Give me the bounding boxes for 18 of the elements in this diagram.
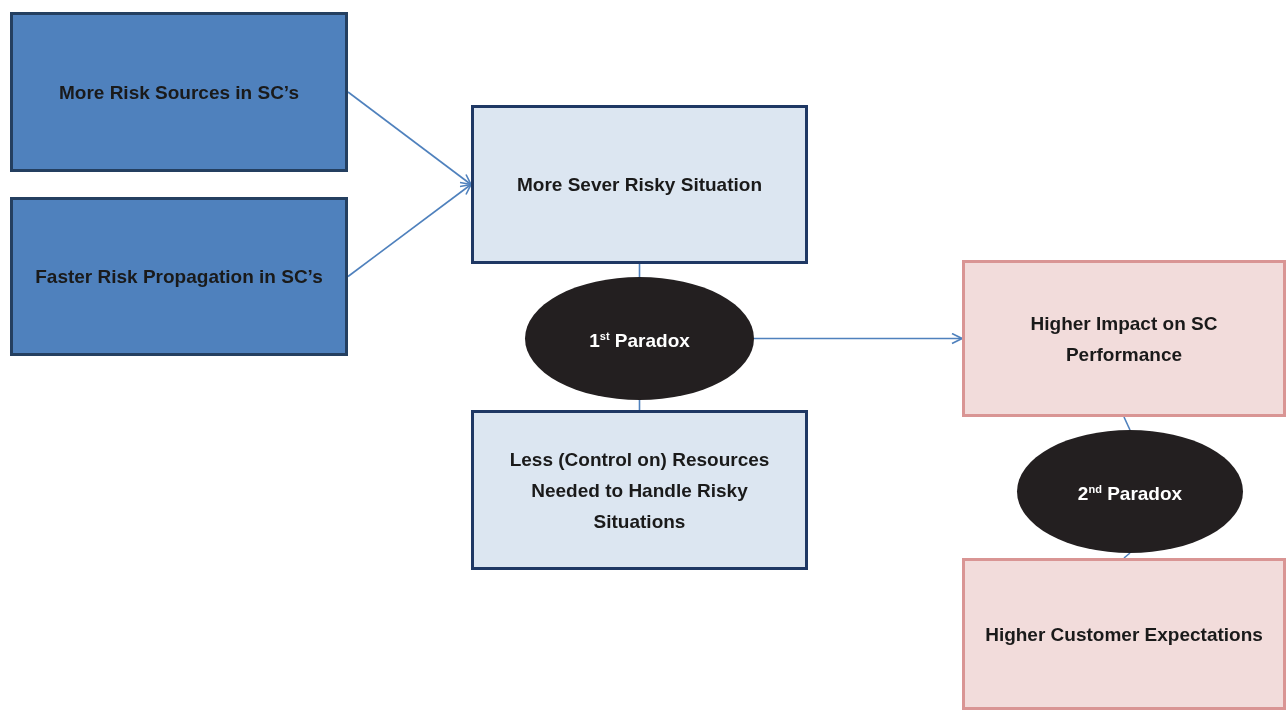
- process-box: [962, 260, 1286, 417]
- connector-line: [1123, 416, 1131, 431]
- node-label: Faster Risk Propagation in SC’s: [34, 265, 324, 289]
- process-box: [10, 197, 348, 356]
- node-label: More Risk Sources in SC’s: [57, 80, 300, 105]
- node-label: 2$^{nd}$ Paradox: [1076, 481, 1184, 507]
- node-label: Higher Impact on SC Performance: [1029, 311, 1219, 367]
- process-box: [471, 105, 808, 264]
- process-box: [962, 558, 1286, 710]
- process-box: [471, 410, 808, 570]
- node-label: Less (Control on) Resources Needed to Handle Risky Situations: [508, 447, 771, 534]
- arrow: [347, 183, 472, 278]
- arrow: [347, 91, 472, 186]
- node-label: Higher Customer Expectations: [984, 622, 1264, 647]
- process-box: [10, 12, 348, 172]
- node-label: 1$^{st}$ Paradox: [588, 328, 691, 354]
- arrow: [753, 332, 963, 345]
- node-label: More Sever Risky Situation: [516, 173, 763, 197]
